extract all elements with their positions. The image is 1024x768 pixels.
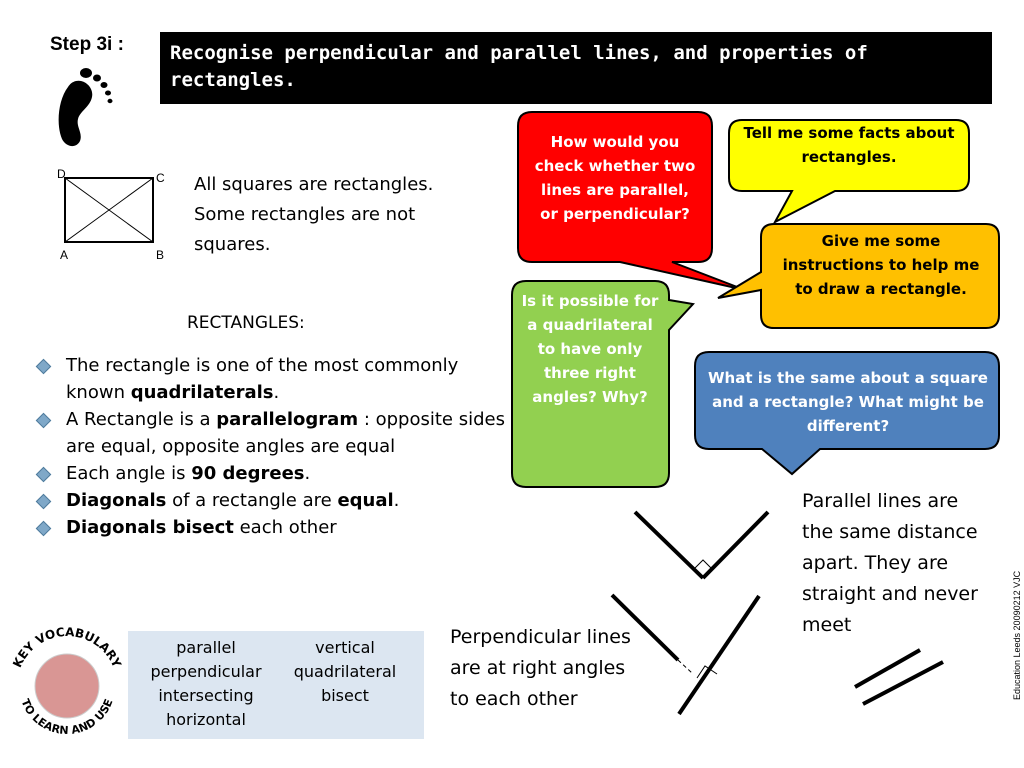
fact-keyword: parallelogram bbox=[216, 409, 359, 430]
vocabulary-column-1: parallel perpendicular intersecting hori… bbox=[140, 636, 272, 732]
yellow-bubble-text: Tell me some facts about rectangles. bbox=[743, 124, 955, 166]
vocab-word: bisect bbox=[321, 686, 369, 705]
perpendicular-v-diagram bbox=[633, 510, 770, 580]
vocab-word: parallel bbox=[176, 638, 236, 657]
rectangle-outline bbox=[64, 177, 154, 243]
squares-note: All squares are rectangles. Some rectang… bbox=[194, 174, 434, 255]
vocab-word: horizontal bbox=[166, 710, 246, 729]
vocabulary-box bbox=[128, 631, 424, 739]
fact-text: each other bbox=[233, 517, 337, 538]
fact-keyword: Diagonals bisect bbox=[66, 517, 234, 538]
rectangle-facts-list: The rectangle is one of the most commonl… bbox=[32, 352, 512, 541]
fact-text: : opposite sides are equal, opposite ang… bbox=[66, 409, 505, 457]
vocabulary-column-2: vertical quadrilateral bisect bbox=[280, 636, 410, 708]
fact-keyword: equal bbox=[337, 490, 394, 511]
fact-text: . bbox=[304, 463, 311, 484]
fact-text: . bbox=[393, 490, 400, 511]
fact-item: Diagonals bisect each other bbox=[32, 514, 512, 541]
fact-item: A Rectangle is a parallelogram : opposit… bbox=[32, 406, 512, 460]
fact-text: The rectangle is one of the most commonl… bbox=[66, 355, 459, 403]
fact-item: The rectangle is one of the most commonl… bbox=[32, 352, 512, 406]
fact-keyword: 90 degrees bbox=[191, 463, 305, 484]
rectangles-heading: RECTANGLES: bbox=[187, 313, 305, 333]
fact-keyword: Diagonals bbox=[66, 490, 167, 511]
blue-bubble-text: What is the same about a square and a re… bbox=[708, 369, 988, 435]
vertex-label-a: A bbox=[60, 248, 68, 262]
fact-item: Diagonals of a rectangle are equal. bbox=[32, 487, 512, 514]
footprint-icon bbox=[58, 68, 113, 147]
key-vocabulary-badge: KEY VOCABULARY TO LEARN AND USE bbox=[10, 625, 124, 737]
fact-text: Each angle is bbox=[66, 463, 192, 484]
orange-bubble-text: Give me some instructions to help me to … bbox=[782, 232, 980, 298]
diagonal-bd bbox=[64, 177, 154, 243]
vocab-word: perpendicular bbox=[150, 662, 262, 681]
rectangle-diagram: D C A B bbox=[57, 167, 165, 262]
vocab-word: quadrilateral bbox=[293, 662, 397, 681]
green-bubble-text: Is it possible for a quadrilateral to ha… bbox=[521, 292, 659, 406]
perpendicular-note: Perpendicular lines are at right angles … bbox=[450, 626, 631, 710]
fact-item: Each angle is 90 degrees. bbox=[32, 460, 512, 487]
parallel-note: Parallel lines are the same distance apa… bbox=[802, 490, 978, 636]
step-label: Step 3i : bbox=[50, 34, 124, 55]
fact-text: A Rectangle is a bbox=[66, 409, 217, 430]
perpendicular-t-diagram bbox=[610, 593, 761, 716]
yellow-bubble bbox=[728, 119, 970, 225]
vertex-label-c: C bbox=[156, 171, 165, 185]
page-title: Recognise perpendicular and parallel lin… bbox=[170, 42, 868, 91]
red-bubble-text: How would you check whether two lines ar… bbox=[534, 133, 696, 223]
orange-bubble bbox=[717, 223, 1000, 329]
red-bubble bbox=[517, 111, 746, 291]
vocab-word: intersecting bbox=[158, 686, 254, 705]
vertex-label-d: D bbox=[57, 167, 66, 181]
fact-text: . bbox=[273, 382, 280, 403]
title-bar bbox=[160, 32, 992, 104]
parallel-lines-diagram bbox=[854, 648, 944, 706]
fact-keyword: quadrilaterals bbox=[130, 382, 274, 403]
blue-bubble bbox=[694, 351, 1000, 476]
vertex-label-b: B bbox=[156, 248, 164, 262]
fact-text: of a rectangle are bbox=[166, 490, 338, 511]
credit-text: Education Leeds 20090212 VJC bbox=[1012, 570, 1022, 700]
vocab-word: vertical bbox=[315, 638, 375, 657]
green-bubble bbox=[511, 280, 695, 488]
